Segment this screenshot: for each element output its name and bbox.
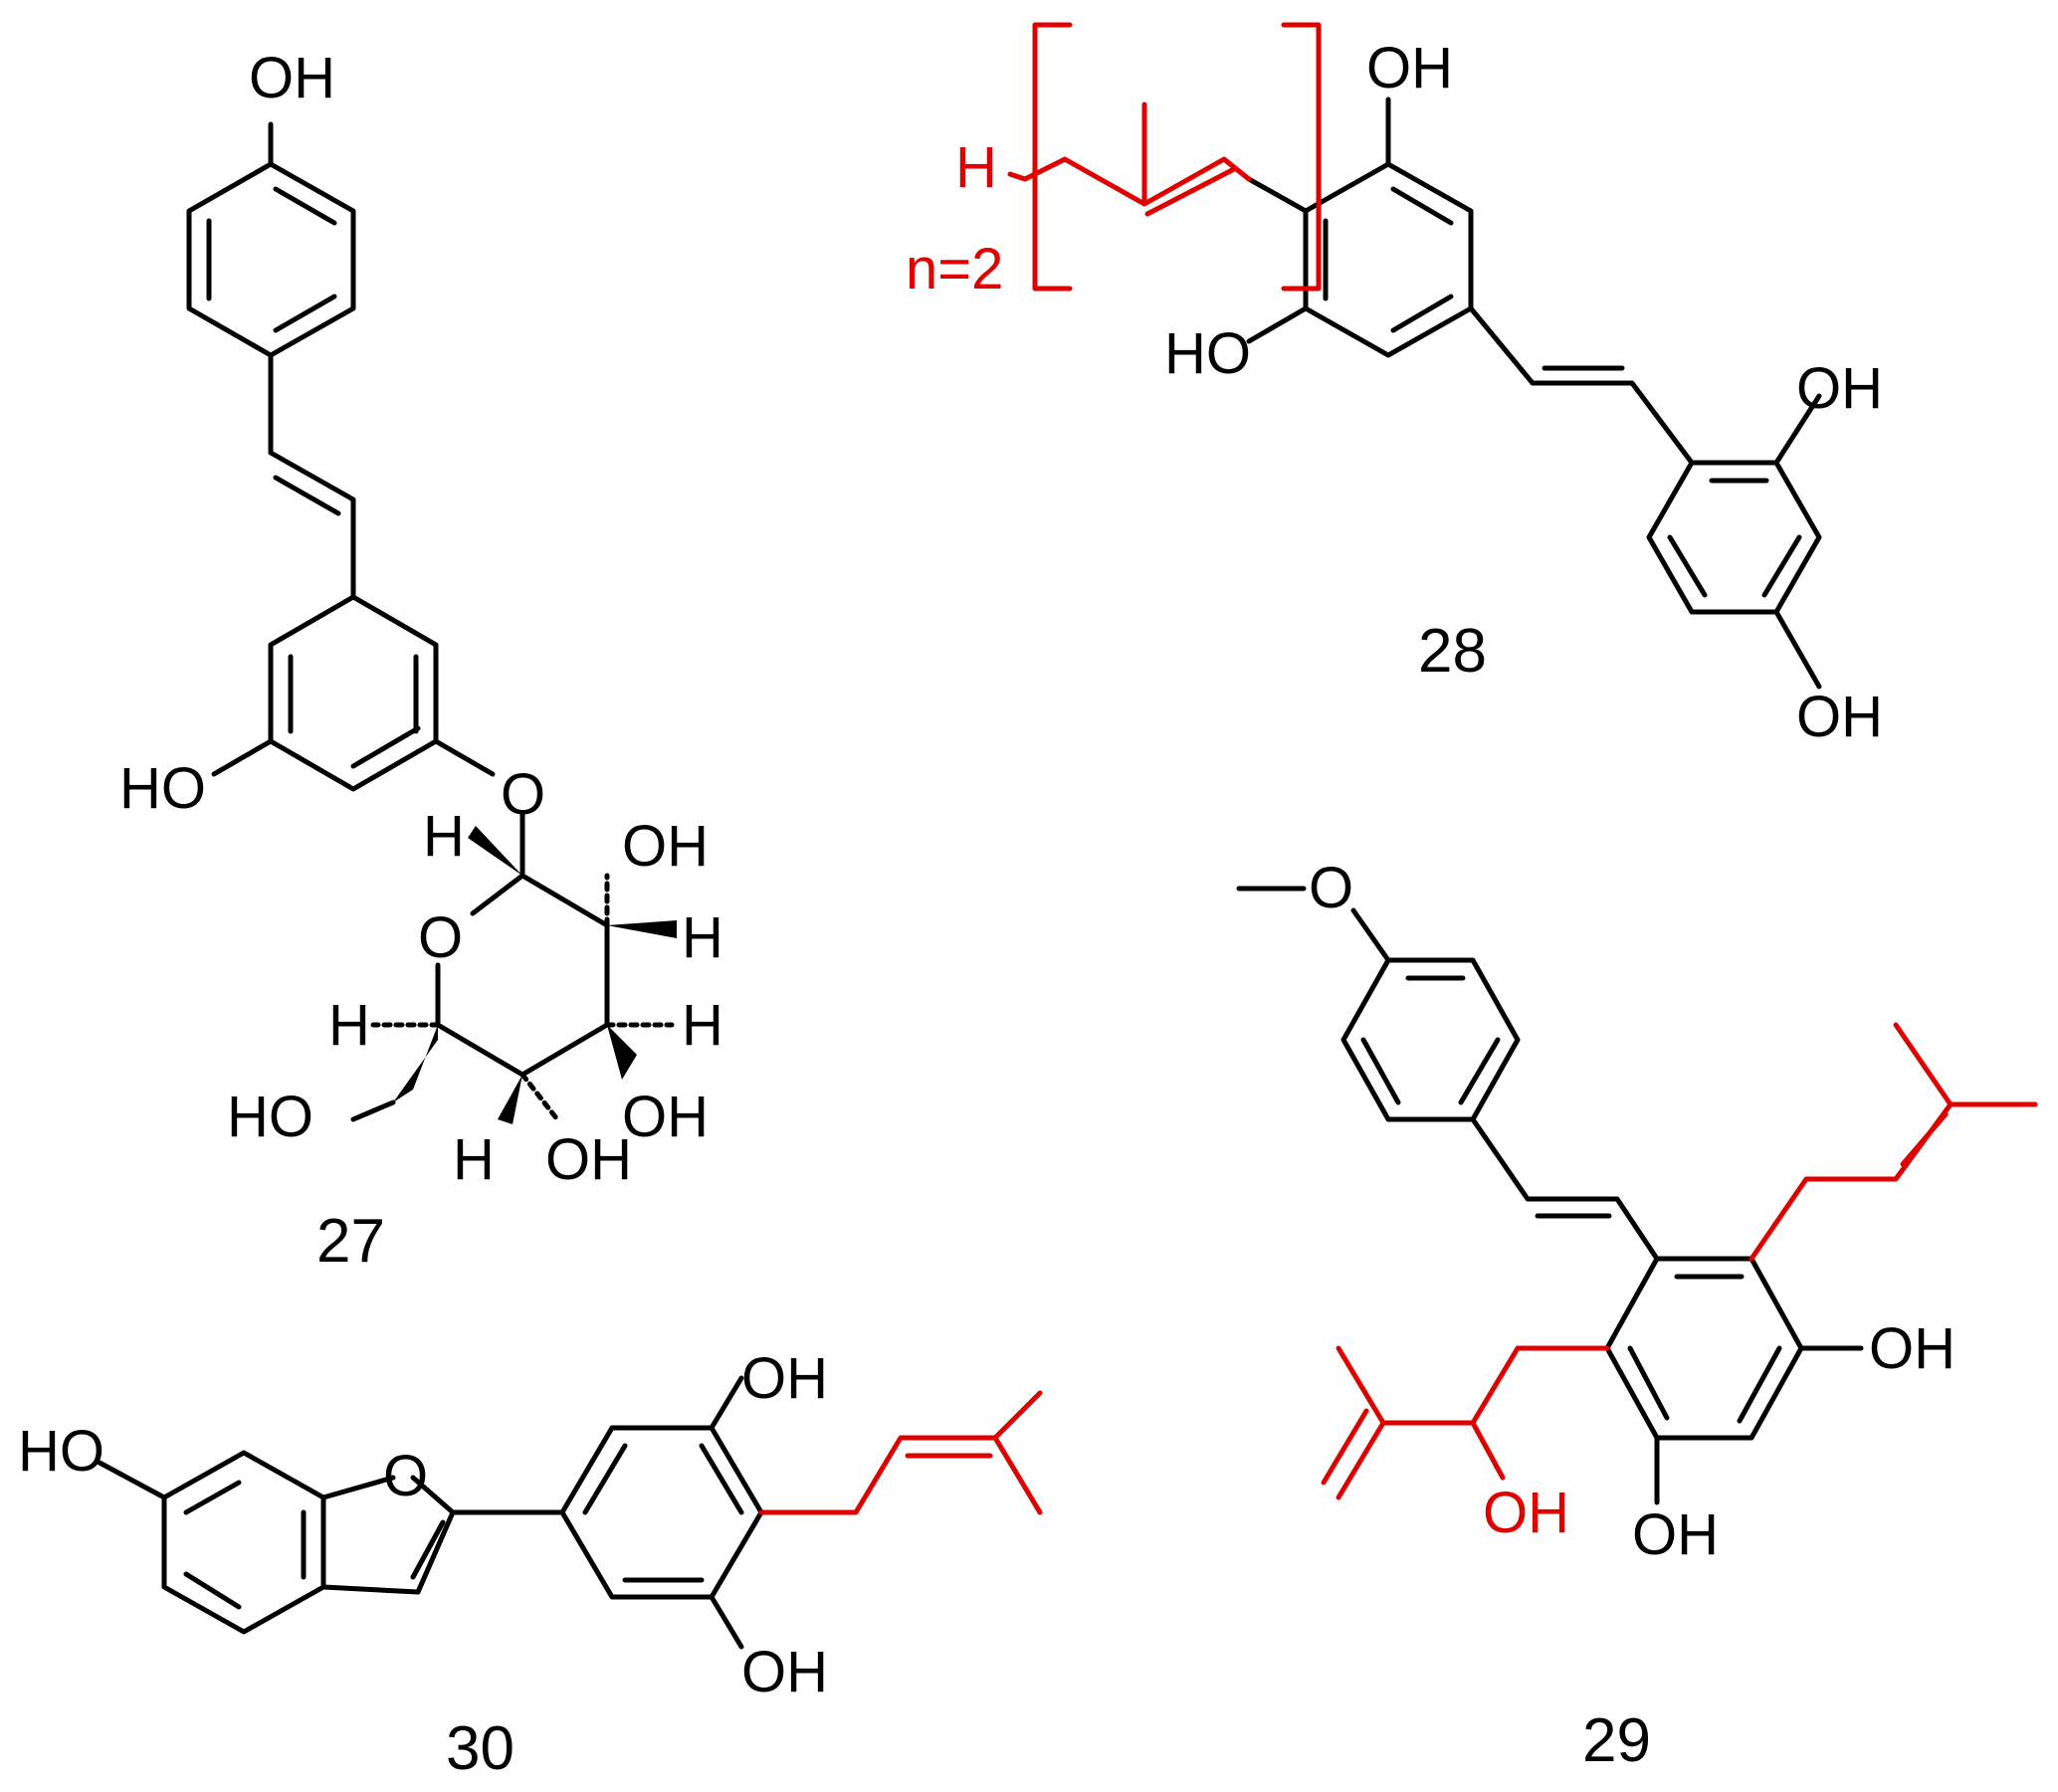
oh-27-c2: OH (622, 814, 709, 879)
compound-label-30: 30 (446, 1714, 514, 1783)
h-27-c2: H (682, 905, 723, 970)
oh-30-bottom: OH (741, 1640, 828, 1704)
repeat-28: n=2 (906, 237, 1003, 301)
oh-27-c4: OH (545, 1127, 632, 1192)
o-27-ring: O (418, 905, 463, 970)
o-27-ether: O (501, 762, 545, 827)
h-27-anomeric: H (423, 804, 465, 869)
compound-30: HO O OH OH 30 (18, 1346, 1043, 1783)
compound-label-28: 28 (1418, 617, 1487, 686)
oh-28-ring2-b: OH (1796, 685, 1883, 749)
ho-27-left: HO (119, 756, 206, 821)
methoxy-o-29: O (1309, 856, 1353, 920)
oh-30-top: OH (741, 1346, 828, 1411)
h-28-end: H (955, 135, 997, 200)
oh-29-bottom: OH (1632, 1502, 1719, 1567)
compound-label-27: 27 (316, 1207, 385, 1276)
compound-29: O OH OH OH 29 (1236, 856, 2038, 1775)
oh-28-ring2-a: OH (1796, 356, 1883, 421)
oh-29-right: OH (1869, 1316, 1955, 1381)
h-27-c3: H (682, 993, 723, 1058)
h-27-c4: H (453, 1127, 495, 1192)
oh-28-top: OH (1366, 36, 1453, 100)
oh-27-c3: OH (622, 1085, 709, 1149)
compound-label-29: 29 (1582, 1706, 1651, 1775)
h-27-c5: H (328, 993, 370, 1058)
ho-27-ch2: HO (227, 1085, 313, 1149)
oh-29-side: OH (1483, 1481, 1569, 1545)
compound-28: OH HO OH OH H n=2 28 (906, 22, 1883, 749)
ho-30-left: HO (18, 1419, 104, 1484)
oh-27-top: OH (249, 46, 335, 110)
compound-27: OH HO O H OH O H H H HO H OH OH 27 (119, 46, 723, 1276)
ho-28-left: HO (1164, 321, 1251, 386)
o-30-furan: O (383, 1444, 428, 1508)
